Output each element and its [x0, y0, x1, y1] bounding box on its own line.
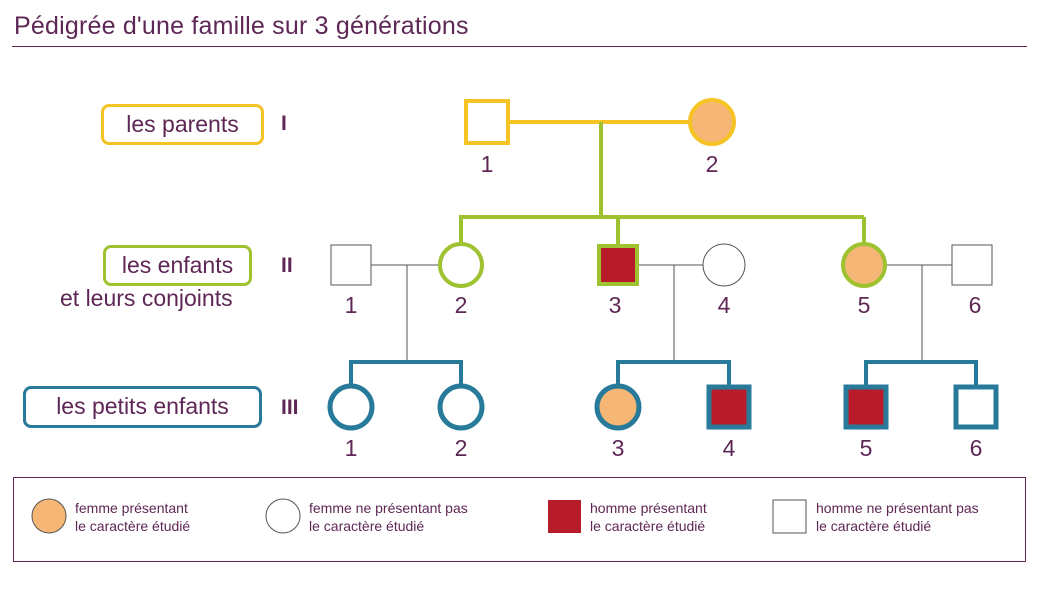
gen3-num-3: 3: [611, 435, 625, 461]
gen3-ind4-male-affected: [706, 384, 752, 430]
gen1-label-box: les parents: [101, 104, 264, 145]
legend-unaffected-female: femme ne présentant pas le caractère étu…: [309, 499, 468, 535]
gen3-ind5-male-affected: [843, 384, 889, 430]
gen2-num-1: 1: [344, 292, 358, 318]
gen2-ind2-female-unaffected: [438, 242, 484, 288]
legend-affected-female-line1: femme présentant: [75, 500, 188, 516]
gen2-label: les enfants: [121, 252, 234, 278]
legend-affected-male: homme présentant le caractère étudié: [590, 499, 707, 535]
gen2-sublabel: et leurs conjoints: [60, 285, 233, 311]
legend-affected-female: femme présentant le caractère étudié: [75, 499, 190, 535]
gen2-num-2: 2: [454, 292, 468, 318]
gen1-label: les parents: [126, 111, 239, 137]
legend-affected-male-icon: [548, 500, 581, 533]
title-divider: [12, 46, 1027, 47]
gen2-num-5: 5: [857, 292, 871, 318]
gen1-num-2: 2: [705, 151, 719, 177]
gen1-ind2-female-affected: [688, 98, 736, 146]
gen3-num-4: 4: [722, 435, 736, 461]
gen2-roman: II: [281, 254, 293, 277]
gen3-ind6-male-unaffected: [953, 384, 999, 430]
gen3-sibship-1-2: [349, 360, 463, 386]
legend: [13, 477, 1026, 562]
legend-affected-female-line2: le caractère étudié: [75, 518, 191, 534]
gen3-ind1-female-unaffected: [327, 383, 375, 431]
gen3-num-6: 6: [969, 435, 983, 461]
gen2-num-4: 4: [717, 292, 731, 318]
gen3-sibship-3-4: [616, 360, 731, 386]
legend-unaffected-female-icon: [265, 498, 301, 534]
gen2-ind5-female-affected: [841, 242, 887, 288]
legend-unaffected-male-icon: [772, 499, 807, 534]
gen1-num-1: 1: [480, 151, 494, 177]
gen3-ind3-female-affected: [594, 383, 642, 431]
page-title: Pédigrée d'une famille sur 3 générations: [14, 12, 469, 40]
gen3-roman: III: [281, 396, 299, 419]
gen2-ind4-female-unaffected: [702, 243, 746, 287]
gen2-ind1-male-unaffected: [330, 244, 372, 286]
gen3-ind2-female-unaffected: [437, 383, 485, 431]
gen2-ind6-male-unaffected: [951, 244, 993, 286]
gen2-ind3-male-affected: [597, 244, 639, 286]
legend-affected-male-line2: le caractère étudié: [590, 518, 706, 534]
gen2-label-box: les enfants: [103, 245, 252, 286]
gen3-label-box: les petits enfants: [23, 386, 262, 428]
gen3-num-2: 2: [454, 435, 468, 461]
legend-unaffected-male-line1: homme ne présentant pas: [816, 500, 979, 516]
gen1-ind1-male-unaffected: [464, 99, 510, 145]
gen3-num-1: 1: [344, 435, 358, 461]
gen3-sibship-5-6: [864, 360, 978, 386]
gen3-num-5: 5: [859, 435, 873, 461]
gen1-roman: I: [281, 112, 287, 135]
gen2-num-3: 3: [608, 292, 622, 318]
legend-unaffected-female-line2: le caractère étudié: [309, 518, 425, 534]
legend-affected-male-line1: homme présentant: [590, 500, 707, 516]
legend-unaffected-female-line1: femme ne présentant pas: [309, 500, 468, 516]
gen2-num-6: 6: [968, 292, 982, 318]
gen3-label: les petits enfants: [56, 393, 229, 419]
legend-affected-female-icon: [31, 498, 67, 534]
legend-unaffected-male-line2: le caractère étudié: [816, 518, 932, 534]
legend-unaffected-male: homme ne présentant pas le caractère étu…: [816, 499, 979, 535]
